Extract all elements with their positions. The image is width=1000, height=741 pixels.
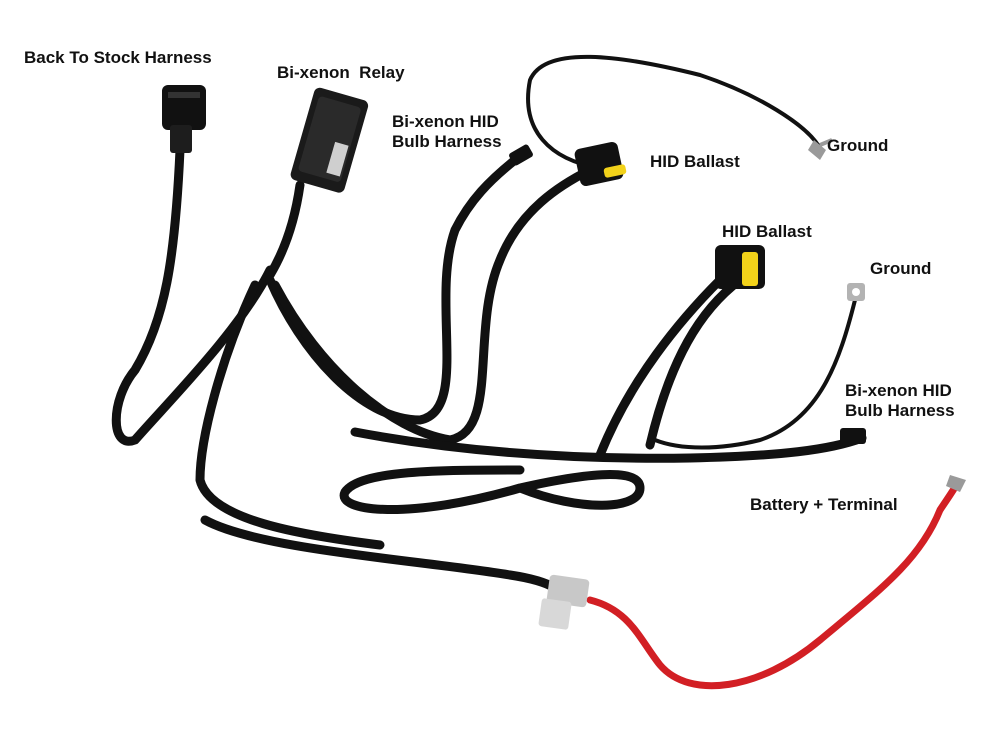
wire-relay-trunk (265, 180, 305, 280)
label-relay: Bi-xenon Relay (277, 63, 405, 82)
label-ground-right: Ground (870, 259, 932, 278)
label-bulb-harness-right: Bi-xenon HID Bulb Harness (845, 381, 955, 421)
ground-terminal-top (808, 138, 833, 160)
wire-stock-harness (111, 145, 275, 446)
ballast-connector-top (574, 141, 627, 187)
label-back-to-stock-harness: Back To Stock Harness (24, 48, 212, 67)
wire-to-fuse (200, 515, 560, 593)
ballast-connector-right (715, 245, 765, 289)
wire-ballast-right (595, 275, 725, 460)
red-battery-wire (586, 478, 962, 690)
wire-ground-right (653, 298, 857, 450)
bulb-harness-connector-top (509, 144, 533, 166)
relay-box (290, 87, 369, 193)
label-bulb-harness-top-line2: Bulb Harness (392, 132, 502, 151)
ground-terminal-right (847, 283, 865, 301)
label-hid-ballast-top: HID Ballast (650, 152, 740, 171)
label-bulb-harness-right-line1: Bi-xenon HID (845, 381, 952, 400)
label-ground-top: Ground (827, 136, 889, 155)
label-battery-terminal: Battery + Terminal (750, 495, 898, 514)
label-hid-ballast-right: HID Ballast (722, 222, 812, 241)
black-wires (111, 54, 867, 593)
wire-bulb-harness-top (265, 155, 520, 425)
wire-main-bundle (350, 427, 867, 463)
battery-terminal (946, 475, 966, 492)
wire-ballast-right-2 (645, 275, 745, 450)
label-bulb-harness-top-line1: Bi-xenon HID (392, 112, 499, 131)
wire-ballast-top (270, 165, 595, 445)
label-bulb-harness-right-line2: Bulb Harness (845, 401, 955, 420)
wire-loop (339, 465, 645, 515)
wire-ground-top (526, 54, 820, 170)
stock-harness-connector (162, 85, 206, 153)
fuse-holder (538, 574, 590, 630)
wire-main-trunk (195, 280, 385, 550)
bulb-harness-connector-right (840, 428, 866, 444)
label-bulb-harness-top: Bi-xenon HID Bulb Harness (392, 112, 502, 152)
